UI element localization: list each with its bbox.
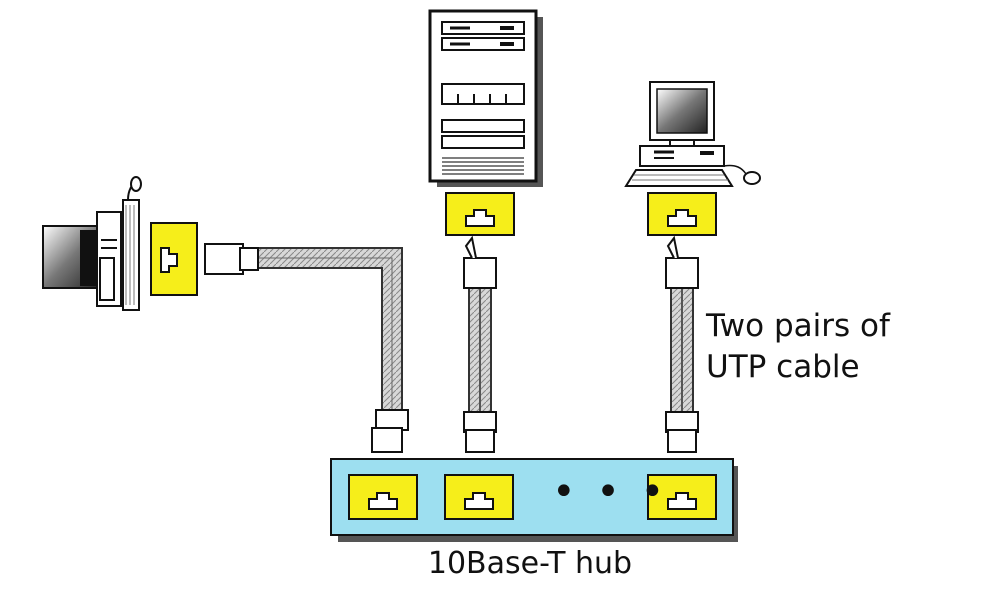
server-tower [428, 9, 543, 236]
hub-label: 10Base-T hub [427, 546, 633, 581]
hub-port-3 [647, 474, 717, 520]
hub-port-2 [444, 474, 514, 520]
desktop-pc-jack [647, 192, 717, 236]
cable-right [665, 235, 699, 453]
left-workstation [42, 176, 198, 311]
left-workstation-jack [150, 222, 198, 296]
cable-label-line-2: UTP cable [706, 349, 860, 385]
hub-port-1 [348, 474, 418, 520]
cable-left [204, 243, 409, 453]
hub-ellipsis: • • • [552, 469, 669, 515]
cable-middle [463, 235, 497, 453]
cable-label-line-1: Two pairs of [706, 308, 890, 344]
desktop-pc [624, 81, 761, 236]
cable-label: Two pairs of UTP cable [706, 306, 946, 388]
server-jack [445, 192, 515, 236]
hub [330, 458, 738, 542]
